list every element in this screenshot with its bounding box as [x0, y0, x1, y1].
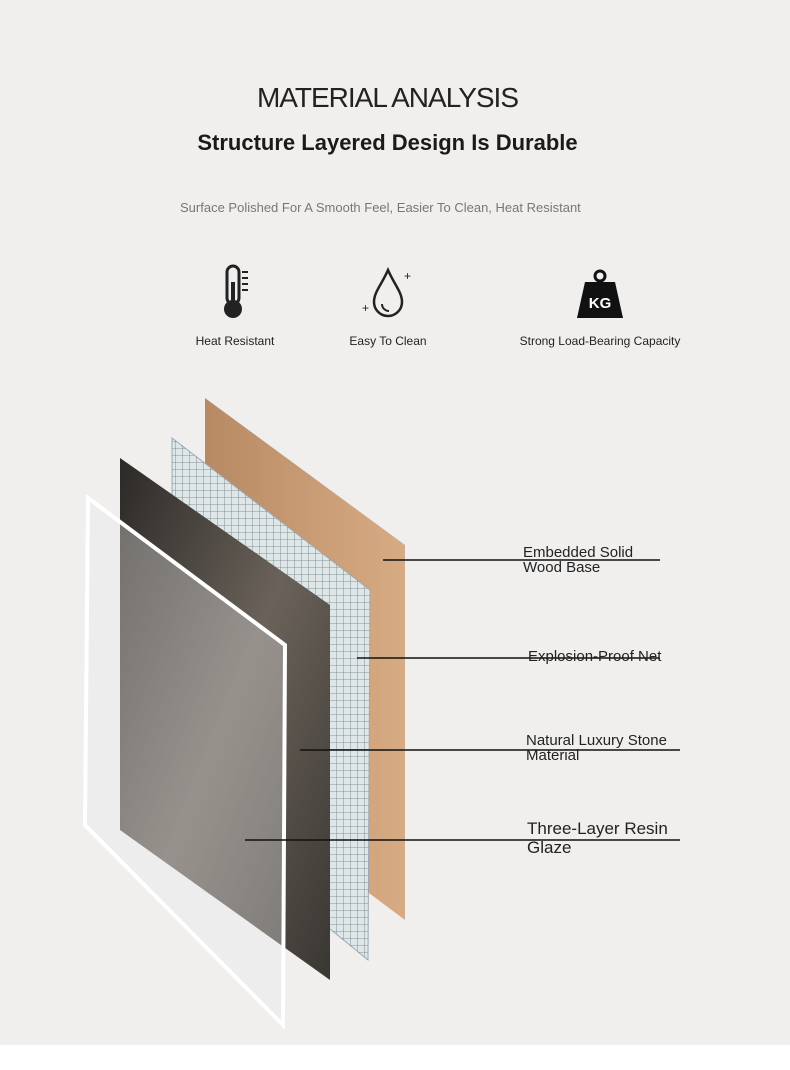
- water-drop-icon: ++: [362, 266, 411, 318]
- feature-load-bearing: KG Strong Load-Bearing Capacity: [510, 268, 690, 348]
- feature-label: Heat Resistant: [195, 334, 275, 348]
- feature-easy-to-clean: ++ Easy To Clean: [338, 266, 438, 348]
- page-subtitle: Structure Layered Design Is Durable: [197, 130, 578, 155]
- stone-layer: [120, 458, 330, 980]
- page-title: MATERIAL ANALYSIS: [256, 82, 519, 113]
- thermometer-icon: [224, 264, 248, 318]
- layer-diagram: [82, 398, 680, 1030]
- feature-label: Strong Load-Bearing Capacity: [519, 334, 681, 348]
- feature-label: Easy To Clean: [349, 334, 427, 348]
- resin-glaze-layer: [82, 494, 288, 1030]
- svg-text:KG: KG: [589, 295, 612, 312]
- description: Surface Polished For A Smooth Feel, Easi…: [180, 200, 581, 215]
- svg-text:+: +: [404, 269, 411, 283]
- layer-label-net: Explosion-Proof Net: [528, 648, 662, 665]
- feature-heat-resistant: Heat Resistant: [185, 264, 285, 348]
- kg-weight-icon: KG: [577, 269, 623, 318]
- svg-text:+: +: [362, 301, 369, 315]
